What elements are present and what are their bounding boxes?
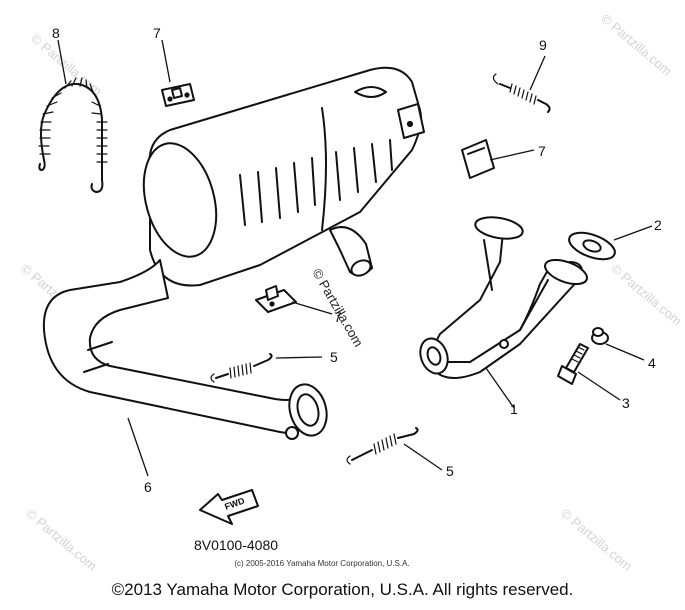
watermark-center: © Partzilla.com — [309, 266, 366, 349]
spring-part-9 — [492, 73, 551, 113]
bracket-part-7-middle — [255, 285, 297, 313]
spring-part-5-lower — [346, 427, 419, 465]
leader-7-right — [489, 149, 535, 161]
callout-4: 4 — [648, 355, 656, 371]
callout-3: 3 — [622, 395, 630, 411]
exhaust-pipe-part-1 — [419, 216, 588, 379]
diagram-code: 8V0100-4080 — [194, 537, 278, 553]
watermark-right: © Partzilla.com — [608, 261, 685, 329]
footer-copyright: ©2013 Yamaha Motor Corporation, U.S.A. A… — [111, 580, 574, 599]
leader-3 — [577, 371, 621, 401]
callout-7-middle: 7 — [334, 309, 342, 325]
spring-part-8 — [38, 77, 108, 193]
leader-5-lower — [403, 443, 443, 471]
leader-2 — [613, 225, 653, 241]
callout-5-lower: 5 — [446, 463, 454, 479]
callout-5-upper: 5 — [330, 349, 338, 365]
callout-6: 6 — [144, 479, 152, 495]
nut-part-4 — [591, 327, 609, 345]
callout-1: 1 — [510, 401, 518, 417]
gasket-part-2 — [568, 231, 616, 261]
spring-part-5-upper — [210, 353, 273, 383]
forward-arrow: FWD — [199, 489, 259, 525]
watermark-top-right: © Partzilla.com — [598, 11, 675, 79]
callout-7-top: 7 — [153, 25, 161, 41]
leader-6 — [127, 417, 149, 477]
gasket-part-7-right — [461, 139, 495, 179]
leader-7-top — [161, 39, 171, 83]
callout-8: 8 — [52, 25, 60, 41]
exhaust-pipe-part-6 — [42, 259, 328, 440]
callout-2: 2 — [654, 217, 662, 233]
watermark-bottom-left: © Partzilla.com — [23, 506, 100, 574]
leader-8 — [57, 39, 67, 85]
small-copyright: (c) 2005-2016 Yamaha Motor Corporation, … — [234, 559, 409, 568]
bracket-part-7-top — [161, 83, 195, 107]
callout-9: 9 — [539, 37, 547, 53]
leader-4 — [605, 343, 645, 361]
leader-1 — [485, 367, 515, 409]
bolt-part-3 — [557, 343, 589, 385]
leader-5-upper — [275, 356, 323, 359]
muffler-outlet — [329, 226, 373, 277]
leader-9 — [529, 55, 546, 91]
watermark-bottom-right: © Partzilla.com — [558, 506, 635, 574]
callout-7-right: 7 — [538, 143, 546, 159]
muffler-part — [142, 66, 425, 287]
leader-7-middle — [291, 301, 333, 315]
watermark-top-left: © Partzilla.com — [28, 31, 105, 99]
